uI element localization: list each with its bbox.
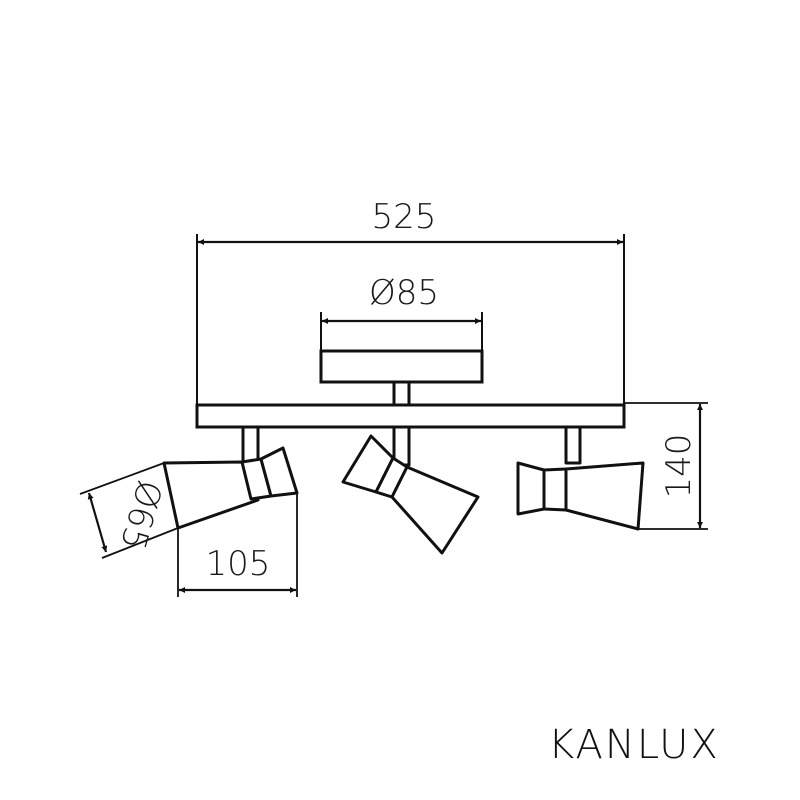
canopy [319,349,484,384]
canopy-stem [392,380,411,407]
spot-diameter-label: Ø65 [112,476,170,554]
total-width-label: 525 [372,197,437,237]
spot-length-label: 105 [206,544,271,584]
spot-center [341,425,480,555]
dimension-height [624,402,708,530]
spot-right [516,425,645,531]
mounting-bar [195,403,626,429]
spot-left [162,425,299,530]
dimension-spot-length [177,494,298,597]
dimension-canopy-diameter [320,312,483,352]
dimension-total-width [196,234,625,405]
height-label: 140 [659,434,699,499]
brand-logo: KANLUX [548,722,720,768]
canopy-diameter-label: Ø85 [369,273,439,313]
fixture-body [195,349,626,429]
dimension-spot-diameter [79,462,179,559]
